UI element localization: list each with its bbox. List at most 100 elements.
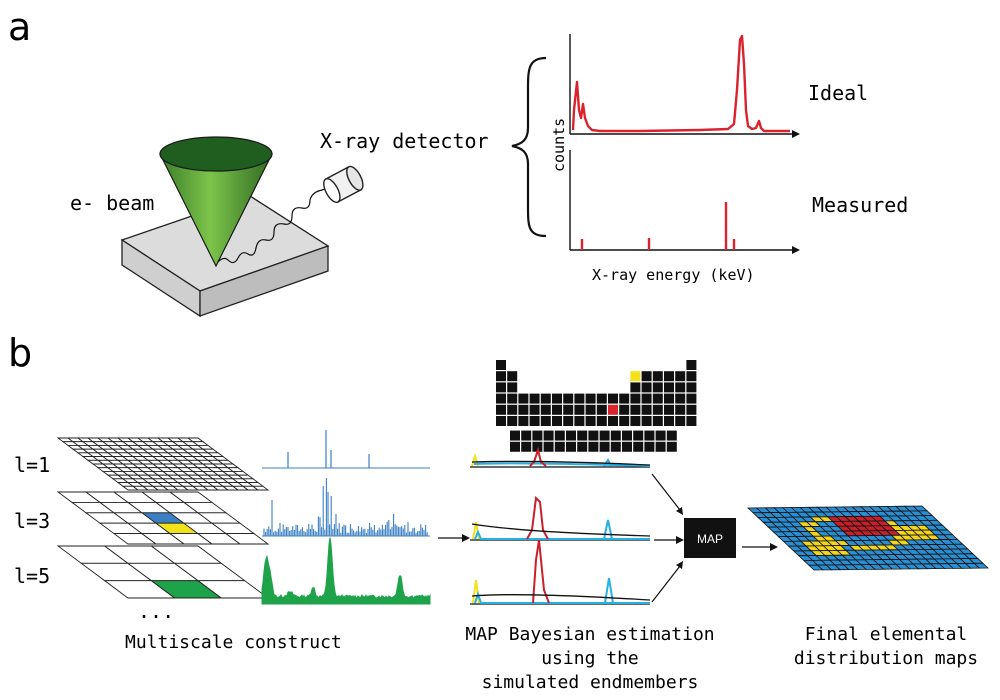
final-caption-line-1: Final elemental [805, 624, 968, 645]
element-cell [521, 430, 532, 441]
element-cell [585, 416, 596, 426]
panel-b-letter: b [8, 331, 32, 375]
element-cell [664, 404, 674, 415]
element-cell [510, 441, 520, 452]
map-pixel [973, 562, 989, 569]
element-cell [496, 382, 506, 393]
element-cell [622, 430, 632, 441]
element-cell [610, 441, 621, 452]
level-1-spectrum [262, 430, 430, 469]
element-cell [585, 393, 596, 404]
element-cell [563, 416, 574, 426]
ideal-label: Ideal [808, 81, 868, 105]
element-cell [552, 416, 562, 426]
element-cell [574, 416, 585, 426]
element-cell [641, 371, 652, 382]
element-cell [608, 393, 618, 404]
element-cell [630, 382, 641, 393]
map-estimator-box: MAP [684, 518, 736, 558]
element-cell [574, 404, 585, 415]
element-cell [664, 382, 674, 393]
element-cell [644, 430, 655, 441]
element-cell [532, 441, 543, 452]
arrows-to-map [651, 473, 684, 603]
element-cell [554, 430, 565, 441]
element-cell [521, 441, 532, 452]
grid-cell [251, 485, 270, 491]
element-cell [510, 430, 520, 441]
element-cell [518, 393, 529, 404]
level-label-1: l=1 [14, 453, 50, 477]
element-cell [686, 404, 697, 415]
map-caption-line-1: MAP Bayesian estimation [465, 624, 714, 645]
final-caption-line-2: distribution maps [794, 648, 978, 669]
element-cell [507, 382, 518, 393]
level-label-5: l=5 [14, 564, 50, 588]
element-cell [585, 404, 596, 415]
ideal-spectrum-plot [569, 34, 800, 138]
element-cell [507, 393, 518, 404]
element-cell [652, 416, 663, 426]
element-cell [655, 430, 666, 441]
element-cell [596, 393, 607, 404]
element-cell [655, 441, 666, 452]
element-cell [644, 441, 655, 452]
element-cell [652, 393, 663, 404]
electron-beam-cone [159, 136, 273, 268]
curly-brace [511, 56, 547, 238]
element-cell [563, 393, 574, 404]
element-cell [529, 404, 540, 415]
final-elemental-map [747, 505, 989, 571]
element-cell [588, 441, 599, 452]
element-cell [496, 416, 506, 426]
element-cell [675, 404, 686, 415]
element-cell [686, 360, 697, 370]
element-cell [496, 393, 506, 404]
measured-label: Measured [812, 193, 908, 217]
element-cell [608, 404, 618, 415]
element-cell [496, 404, 506, 415]
element-cell [630, 393, 641, 404]
element-cell [543, 441, 554, 452]
element-cell [641, 382, 652, 393]
element-cell [675, 371, 686, 382]
element-cell [577, 441, 588, 452]
element-cell [666, 430, 677, 441]
y-axis-label: counts [550, 118, 568, 172]
element-cell [675, 416, 686, 426]
element-cell [577, 430, 588, 441]
element-cell [532, 430, 543, 441]
grid-level-5 [56, 545, 270, 599]
grid-level-1 [56, 437, 270, 491]
element-cell [540, 404, 551, 415]
element-cell [507, 404, 518, 415]
element-cell [599, 430, 610, 441]
element-cell [540, 416, 551, 426]
panel-a-letter: a [8, 5, 31, 49]
arrow-to-estimation [438, 534, 470, 542]
element-cell [540, 393, 551, 404]
element-cell [596, 416, 607, 426]
grid-cell [224, 533, 270, 545]
element-cell [554, 441, 565, 452]
grid-level-3 [56, 491, 270, 545]
element-cell [686, 382, 697, 393]
element-cell [622, 441, 632, 452]
measured-spectrum-plot [569, 150, 800, 254]
arrow-to-final-map [742, 543, 778, 551]
element-cell [596, 404, 607, 415]
element-cell [675, 382, 686, 393]
element-cell [619, 416, 630, 426]
element-cell [686, 393, 697, 404]
element-cell [610, 430, 621, 441]
detector-label: X-ray detector [320, 129, 489, 153]
element-cell [599, 441, 610, 452]
ideal-spectrum-line [571, 34, 790, 133]
element-cell [652, 404, 663, 415]
level-label-3: l=3 [14, 509, 50, 533]
element-cell [619, 393, 630, 404]
element-cell [633, 441, 644, 452]
element-cell [518, 416, 529, 426]
element-cell [608, 416, 618, 426]
